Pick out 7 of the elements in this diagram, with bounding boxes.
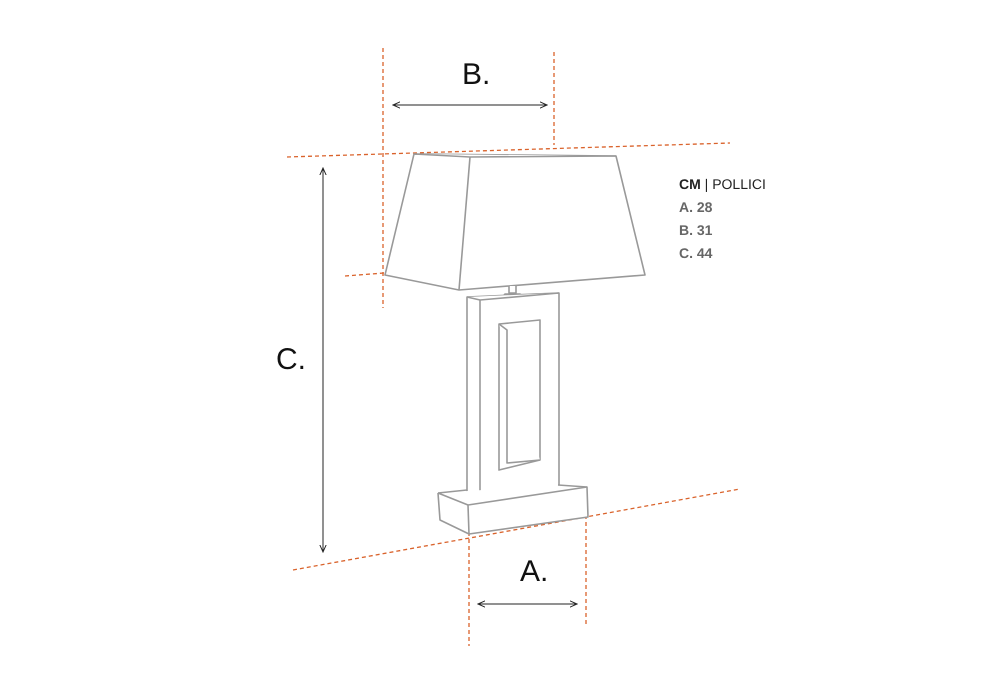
dimension-label: A.: [520, 557, 548, 587]
unit-legend: CM | POLLICI: [679, 177, 766, 191]
dimension-value: B. 31: [679, 223, 712, 237]
dimension-label: B.: [462, 60, 490, 90]
dimension-value: C. 44: [679, 246, 712, 260]
dimension-label: C.: [276, 345, 306, 375]
dimension-value: A. 28: [679, 200, 712, 214]
